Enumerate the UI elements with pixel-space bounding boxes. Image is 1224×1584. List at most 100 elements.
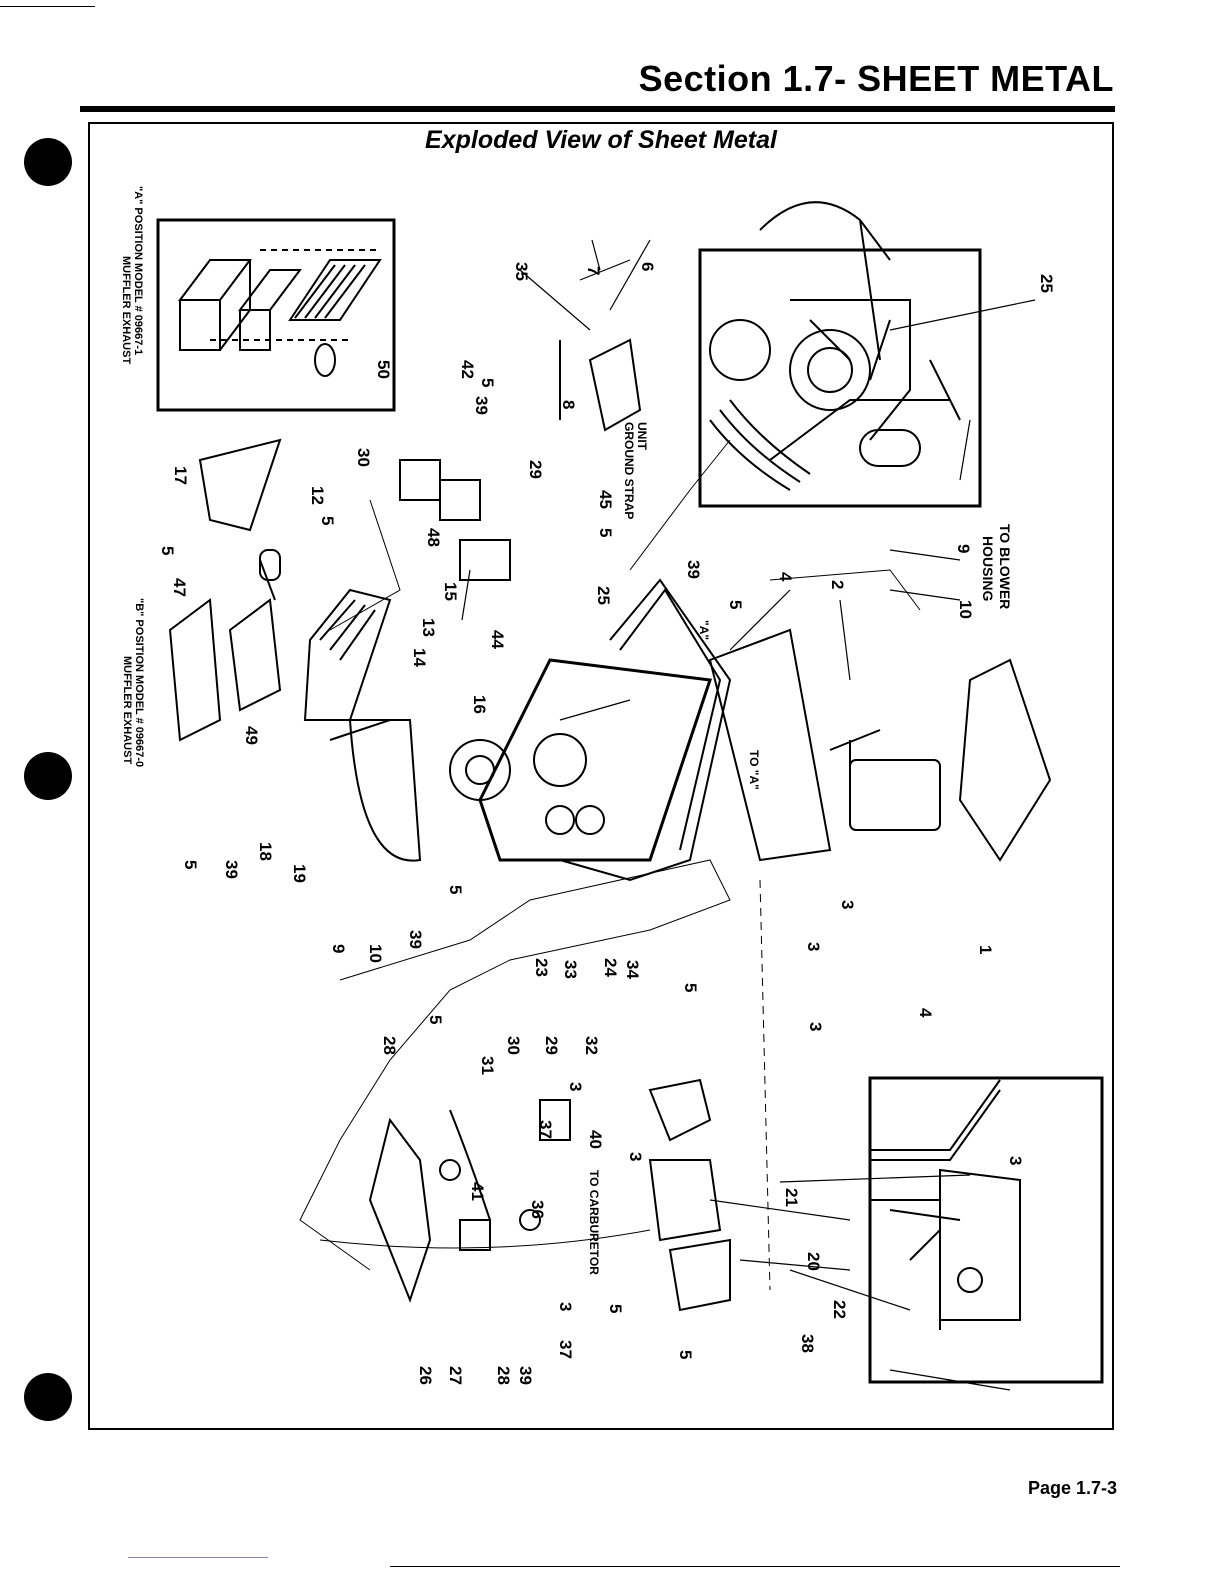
callout: 39 [472, 396, 491, 415]
callout: 39 [516, 1366, 535, 1385]
callout: 40 [586, 1130, 605, 1149]
callout: 4 [776, 572, 795, 582]
callout: 5 [726, 600, 745, 609]
callout: 14 [410, 648, 429, 667]
callout: 28 [494, 1366, 513, 1385]
callout: 5 [606, 1304, 625, 1313]
callout: 39 [222, 860, 241, 879]
top-edge-mark [0, 6, 95, 7]
callout: 7 [584, 266, 603, 275]
inset-blower-housing [698, 201, 982, 508]
unit-ground-strap-label: UNIT [635, 422, 649, 451]
callout: 8 [559, 400, 578, 409]
footer-rule-right [390, 1566, 1120, 1567]
callout: 39 [406, 930, 425, 949]
unit-ground-strap-label-2: GROUND STRAP [622, 422, 636, 519]
binder-hole-middle [24, 752, 72, 800]
figure-title: Exploded View of Sheet Metal [425, 126, 777, 154]
b-position-label-2: MUFFLER EXHAUST [121, 656, 133, 764]
a-position-label-2: MUFFLER EXHAUST [120, 256, 132, 364]
callout: 5 [596, 528, 615, 537]
callout: 9 [954, 544, 973, 553]
callout: 27 [446, 1366, 465, 1385]
callout: 35 [512, 262, 531, 281]
callout: 3 [566, 1082, 585, 1091]
callout: 29 [526, 460, 545, 479]
main-exploded-parts [168, 338, 1052, 1312]
callout: 20 [804, 1252, 823, 1271]
callout: 4 [916, 1008, 935, 1018]
callout: 47 [170, 578, 189, 597]
callout: 28 [380, 1036, 399, 1055]
section-title: Section 1.7- SHEET METAL [638, 58, 1114, 99]
callout: 6 [638, 262, 657, 271]
figure-frame [88, 122, 1114, 1430]
exploded-view-drawing: 1 2 3 3 3 3 3 3 3 4 4 5 5 5 5 5 5 5 5 5 … [120, 186, 1104, 1391]
b-position-label: "B" POSITION MODEL # 09667-0 [133, 598, 145, 767]
inset-panel-detail [868, 1076, 1104, 1384]
callout: 3 [1006, 1156, 1025, 1165]
callout: 45 [596, 490, 615, 509]
callout: 31 [478, 1056, 497, 1075]
callout: 2 [828, 580, 847, 589]
callout: 17 [171, 466, 190, 485]
callout-numbers: 1 2 3 3 3 3 3 3 3 4 4 5 5 5 5 5 5 5 5 5 … [158, 262, 1056, 1385]
callout: 3 [838, 900, 857, 909]
callout: 5 [426, 1015, 445, 1024]
callout: 21 [782, 1188, 801, 1207]
callout: 3 [556, 1302, 575, 1311]
callout: 37 [556, 1340, 575, 1359]
callout: 23 [532, 958, 551, 977]
title-rule [80, 106, 1115, 112]
callout: 30 [354, 448, 373, 467]
callout: 49 [242, 726, 261, 745]
callout: 5 [446, 885, 465, 894]
callout: 38 [798, 1334, 817, 1353]
callout: 1 [976, 945, 995, 954]
annotation-text: "A" POSITION MODEL # 09667-1 MUFFLER EXH… [120, 186, 1013, 1275]
callout: 5 [318, 516, 337, 525]
a-marker-label: "A" [697, 620, 711, 640]
callout: 37 [536, 1120, 555, 1139]
callout: 25 [594, 586, 613, 605]
callout: 3 [626, 1152, 645, 1161]
callout: 5 [681, 983, 700, 992]
callout: 34 [623, 960, 642, 979]
page-number: Page 1.7-3 [1027, 1478, 1117, 1498]
to-carburetor-label: TO CARBURETOR [587, 1170, 601, 1275]
callout: 42 [458, 360, 477, 379]
binder-hole-top [24, 138, 72, 186]
callout: 10 [366, 944, 385, 963]
callout: 26 [416, 1366, 435, 1385]
callout: 5 [181, 860, 200, 869]
callout: 5 [478, 378, 497, 387]
callout: 13 [419, 618, 438, 637]
callout: 5 [158, 546, 177, 555]
callout: 25 [1037, 274, 1056, 293]
callout: 10 [956, 600, 975, 619]
binder-hole-bottom [24, 1373, 72, 1421]
callout: 15 [441, 582, 460, 601]
callout: 50 [374, 360, 393, 379]
inset-a-position-muffler [156, 218, 396, 412]
callout: 41 [468, 1182, 487, 1201]
callout: 16 [470, 695, 489, 714]
leader-lines [461, 239, 1036, 1391]
to-a-label: TO "A" [747, 750, 761, 790]
callout: 12 [308, 486, 327, 505]
callout: 29 [542, 1036, 561, 1055]
callout: 48 [424, 528, 443, 547]
to-blower-housing-label: TO BLOWER [997, 524, 1013, 609]
footer-rule-left [128, 1557, 268, 1558]
callout: 3 [806, 1022, 825, 1031]
callout: 44 [488, 630, 507, 649]
to-blower-housing-label-2: HOUSING [980, 536, 996, 601]
callout: 24 [601, 958, 620, 977]
callout: 3 [804, 942, 823, 951]
callout: 18 [256, 842, 275, 861]
callout: 33 [561, 960, 580, 979]
callout: 5 [676, 1350, 695, 1359]
callout: 19 [290, 864, 309, 883]
callout: 36 [528, 1200, 547, 1219]
callout: 9 [329, 944, 348, 953]
